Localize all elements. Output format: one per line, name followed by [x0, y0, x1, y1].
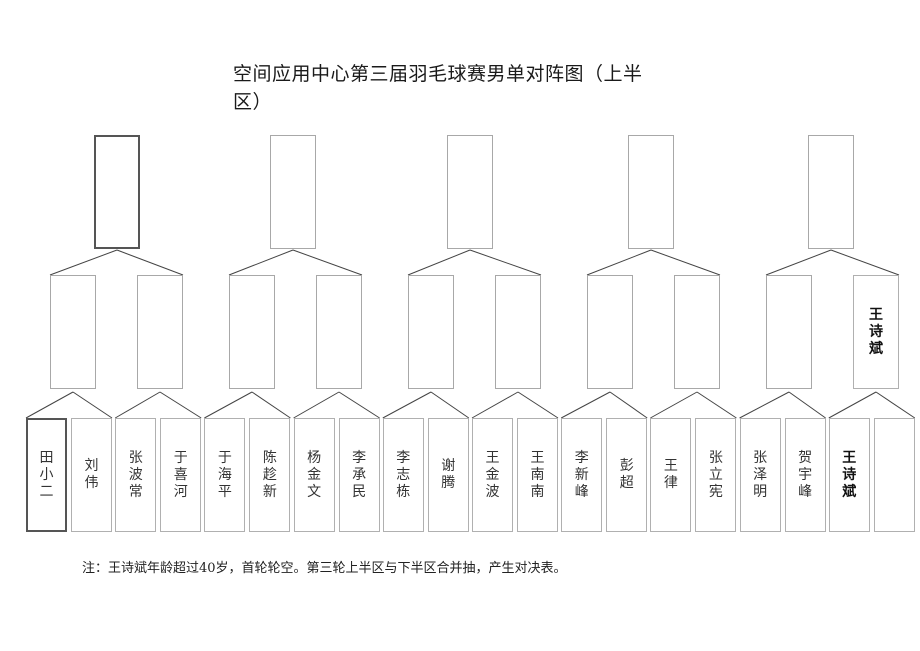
player-name: 李新峰 [574, 449, 589, 500]
connector-r2 [830, 249, 900, 276]
round1-slot [873, 418, 915, 532]
round2-slot [229, 275, 275, 389]
footnote: 注：王诗斌年龄超过40岁，首轮轮空。第三轮上半区与下半区合并抽，产生对决表。 [82, 561, 567, 576]
round1-slot: 贺宇峰 [784, 418, 826, 532]
round1-slot: 陈趁新 [249, 418, 291, 532]
round1-slot: 杨金文 [293, 418, 335, 532]
round2-slot [587, 275, 633, 389]
connector-r2 [292, 249, 363, 276]
connector-r1 [382, 391, 432, 419]
player-name: 谢腾 [441, 458, 456, 491]
connector-r1 [25, 391, 74, 419]
connector-r2 [49, 249, 118, 276]
round1-slot: 王律 [650, 418, 692, 532]
connector-r2 [116, 249, 184, 276]
round1-slot: 彭超 [606, 418, 648, 532]
connector-r1 [114, 391, 161, 419]
round3-slot [808, 135, 854, 249]
player-name: 王律 [663, 458, 678, 491]
connector-r1 [72, 391, 113, 419]
round2-slot [137, 275, 183, 389]
round1-slot: 谢腾 [427, 418, 469, 532]
player-name: 李志栋 [396, 449, 411, 500]
connector-r1 [875, 391, 916, 419]
connector-r1 [204, 391, 253, 419]
round2-slot [50, 275, 96, 389]
round1-slot: 王南南 [517, 418, 558, 532]
round3-slot [447, 135, 493, 249]
connector-r1 [430, 391, 470, 419]
round1-slot: 李新峰 [561, 418, 603, 532]
round1-slot: 于海平 [204, 418, 246, 532]
round1-slot: 王金波 [472, 418, 513, 532]
connector-r1 [560, 391, 611, 419]
round2-slot [495, 275, 541, 389]
connector-r1 [788, 391, 826, 419]
player-name: 刘伟 [84, 458, 99, 491]
connector-r1 [251, 391, 291, 419]
connector-r1 [338, 391, 380, 419]
player-name: 王金波 [485, 449, 500, 500]
round3-slot [270, 135, 316, 249]
connector-r2 [765, 249, 832, 276]
player-name: 李承民 [352, 449, 367, 500]
page-title: 空间应用中心第三届羽毛球赛男单对阵图（上半区） [233, 63, 643, 113]
connector-r2 [407, 249, 471, 276]
round1-slot: 王诗斌 [828, 418, 870, 532]
round2-slot [766, 275, 812, 389]
round3-slot [94, 135, 140, 249]
connector-r1 [696, 391, 737, 419]
round1-slot: 李承民 [338, 418, 380, 532]
player-name: 于海平 [217, 449, 232, 500]
player-name: 王南南 [530, 449, 545, 500]
player-name: 张泽明 [753, 449, 768, 500]
round3-slot [628, 135, 674, 249]
connector-r2 [650, 249, 721, 276]
connector-r1 [739, 391, 790, 419]
player-name: 杨金文 [307, 449, 322, 500]
round2-slot: 王诗斌 [853, 275, 899, 389]
round2-slot [316, 275, 362, 389]
player-name: 王诗斌 [842, 449, 857, 500]
connector-r2 [469, 249, 542, 276]
round1-slot: 张波常 [115, 418, 157, 532]
round2-slot [674, 275, 720, 389]
player-name: 彭超 [619, 458, 634, 491]
round1-slot: 于喜河 [160, 418, 202, 532]
round1-slot: 田小二 [26, 418, 67, 532]
player-name: 张波常 [128, 449, 143, 500]
player-name: 贺宇峰 [798, 449, 813, 500]
connector-r1 [517, 391, 559, 419]
round1-slot: 李志栋 [382, 418, 424, 532]
connector-r1 [828, 391, 877, 419]
connector-r1 [650, 391, 698, 419]
round1-slot: 张立宪 [695, 418, 737, 532]
player-name: 于喜河 [173, 449, 188, 500]
connector-r1 [471, 391, 519, 419]
connector-r1 [159, 391, 202, 419]
player-name: 张立宪 [708, 449, 723, 500]
player-name: 陈趁新 [262, 449, 277, 500]
round1-slot: 刘伟 [71, 418, 112, 532]
round1-slot: 张泽明 [739, 418, 781, 532]
player-name: 王诗斌 [869, 306, 883, 357]
connector-r1 [293, 391, 340, 419]
connector-r1 [609, 391, 648, 419]
player-name: 田小二 [39, 449, 54, 500]
connector-r2 [228, 249, 294, 276]
connector-r2 [586, 249, 652, 276]
round2-slot [408, 275, 454, 389]
